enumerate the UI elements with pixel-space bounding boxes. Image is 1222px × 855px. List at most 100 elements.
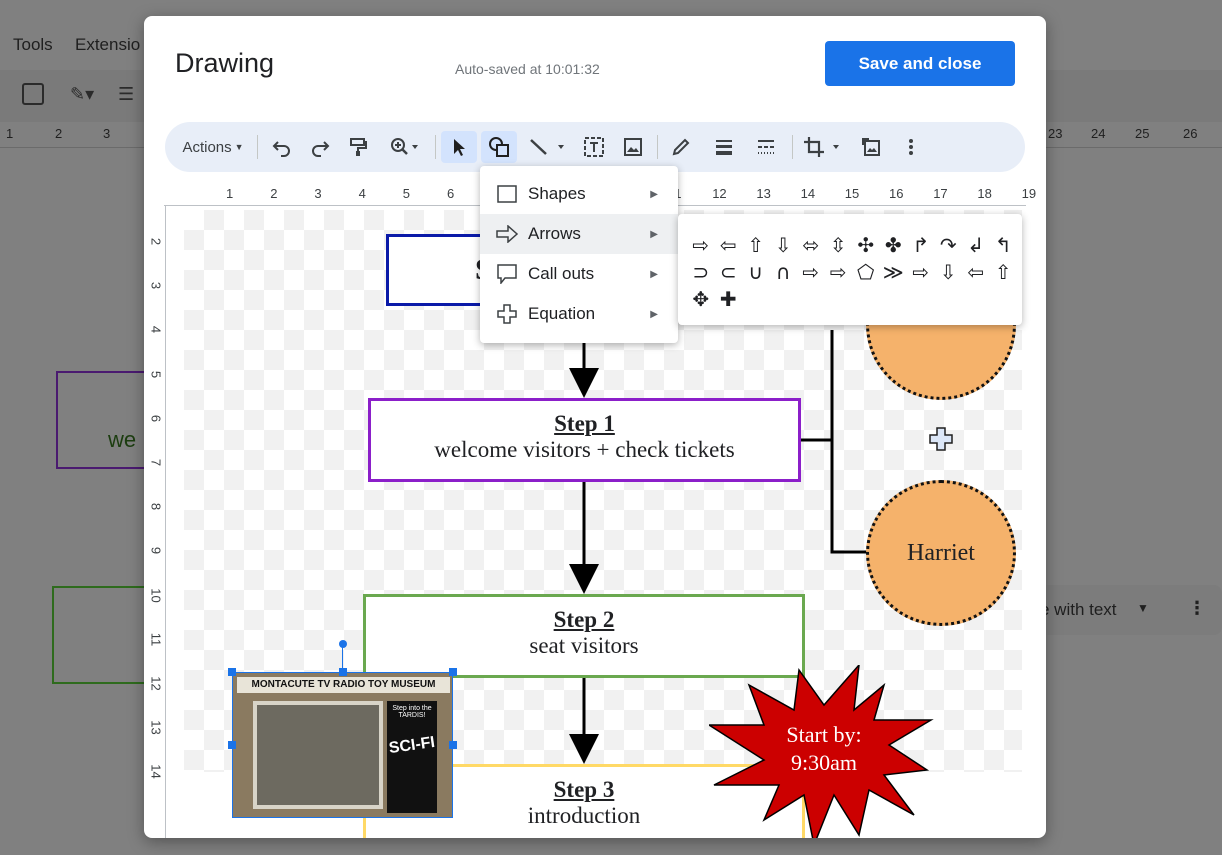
museum-photo[interactable]: MONTACUTE TV RADIO TOY MUSEUM Step into … bbox=[232, 672, 453, 818]
undo-button[interactable] bbox=[266, 131, 298, 163]
ruler-number: 4 bbox=[358, 186, 366, 201]
arrow-shape-option[interactable]: ∩ bbox=[775, 259, 791, 284]
toolbar-divider bbox=[657, 135, 658, 159]
bracket-connector[interactable] bbox=[800, 330, 872, 554]
more-options-button[interactable] bbox=[895, 131, 927, 163]
menu-item-equation[interactable]: Equation ▶ bbox=[480, 294, 678, 334]
ruler-number: 3 bbox=[314, 186, 322, 201]
plus-cursor-icon bbox=[929, 427, 953, 451]
step-2-box[interactable]: Step 2 seat visitors bbox=[363, 594, 805, 678]
line-weight-icon bbox=[716, 140, 732, 155]
arrow-shape-option[interactable]: ⊃ bbox=[692, 259, 710, 284]
arrow-shape-option[interactable]: ⬄ bbox=[802, 232, 820, 257]
arrow-shape-option[interactable]: ⇨ bbox=[829, 259, 847, 284]
arrows-submenu: ⇨ ⇦ ⇧ ⇩ ⬄ ⇳ ✣ ✤ ↱ ↷ ↲ ↰ ⊃ ⊂ ∪ ∩ ⇨ ⇨ ⬠ ≫ ⇨ ⇩ ⇦ ⇧ ✥ ✚ bbox=[678, 214, 1022, 325]
paint-format-button[interactable] bbox=[342, 131, 374, 163]
arrow-shape-option[interactable]: ⇨ bbox=[692, 232, 710, 257]
ruler-number: 5 bbox=[402, 186, 411, 201]
ruler-number: 13 bbox=[756, 186, 771, 201]
resize-handle[interactable] bbox=[228, 741, 236, 749]
person-circle-harriet[interactable]: Harriet bbox=[866, 480, 1016, 626]
line-button[interactable] bbox=[523, 131, 573, 163]
dialog-title: Drawing bbox=[175, 48, 275, 78]
photo-poster: Step into the TARDIS! SCI-FI bbox=[387, 701, 437, 813]
image-button[interactable] bbox=[617, 131, 649, 163]
drawing-dialog: Drawing Auto-saved at 10:01:32 Save and … bbox=[144, 16, 1046, 838]
border-dash-button[interactable] bbox=[750, 131, 782, 163]
bg-style-pill bbox=[1030, 585, 1222, 635]
step-1-box[interactable]: Step 1 welcome visitors + check tickets bbox=[368, 398, 801, 482]
text-box-button[interactable] bbox=[577, 131, 611, 163]
menu-item-arrows[interactable]: Arrows ▶ bbox=[480, 214, 678, 254]
arrow-shape-option[interactable]: ⇨ bbox=[912, 259, 930, 284]
zoom-button[interactable] bbox=[381, 131, 429, 163]
arrow-shape-option[interactable]: ✥ bbox=[692, 286, 710, 311]
arrow-shape-option[interactable]: ↰ bbox=[994, 232, 1012, 257]
arrow-shape-option[interactable]: ⇦ bbox=[719, 232, 737, 257]
actions-menu-button[interactable]: Actions ▼ bbox=[175, 131, 251, 163]
arrow-shape-option[interactable]: ⇧ bbox=[994, 259, 1012, 284]
resize-handle[interactable] bbox=[228, 668, 236, 676]
arrow-shape-option[interactable]: ≫ bbox=[882, 259, 904, 284]
rectangle-icon bbox=[496, 183, 518, 205]
select-button[interactable] bbox=[441, 131, 477, 163]
more-vert-icon bbox=[909, 139, 913, 155]
chevron-down-icon: ▼ bbox=[1137, 601, 1149, 615]
ruler-number: 1 bbox=[226, 186, 234, 201]
menu-item-callouts[interactable]: Call outs ▶ bbox=[480, 254, 678, 294]
save-and-close-button[interactable]: Save and close bbox=[825, 41, 1015, 86]
toolbar-divider bbox=[792, 135, 793, 159]
ruler-number: 12 bbox=[712, 186, 727, 201]
arrow-shape-option[interactable]: ⇩ bbox=[774, 232, 792, 257]
image-icon bbox=[624, 138, 642, 156]
redo-icon bbox=[312, 141, 330, 157]
rotate-handle-line bbox=[342, 647, 343, 672]
ruler-number: 11 bbox=[148, 632, 164, 647]
arrow-shape-option[interactable]: ✤ bbox=[884, 232, 902, 257]
arrow-shape-option[interactable]: ↲ bbox=[967, 232, 985, 257]
border-color-button[interactable] bbox=[665, 131, 697, 163]
harriet-label: Harriet bbox=[907, 539, 975, 566]
bg-purple-box: we bbox=[56, 371, 148, 469]
arrow-shape-option[interactable]: ∪ bbox=[748, 259, 764, 284]
ruler-number: 6 bbox=[447, 186, 455, 201]
bg-box-text: we bbox=[108, 427, 137, 452]
arrow-shape-option[interactable]: ⇳ bbox=[829, 232, 847, 257]
ruler-number: 13 bbox=[148, 720, 164, 735]
crop-button[interactable] bbox=[798, 131, 848, 163]
arrow-shape-option[interactable]: ⊂ bbox=[719, 259, 737, 284]
menu-item-shapes[interactable]: Shapes ▶ bbox=[480, 174, 678, 214]
arrow-shape-option[interactable]: ↱ bbox=[912, 232, 930, 257]
autosave-status: Auto-saved at 10:01:32 bbox=[455, 61, 600, 77]
arrow-shape-option[interactable]: ⇨ bbox=[802, 259, 820, 284]
border-weight-button[interactable] bbox=[708, 131, 740, 163]
arrow-shape-option[interactable]: ✚ bbox=[719, 286, 737, 311]
step-2-text: seat visitors bbox=[529, 633, 639, 658]
step-3-title: Step 3 bbox=[553, 777, 615, 802]
pen-icon: ✎▾ bbox=[70, 84, 95, 104]
shape-dropdown-menu: Shapes ▶ Arrows ▶ Call outs ▶ Equation ▶ bbox=[480, 166, 678, 343]
arrow-shape-option[interactable]: ⇩ bbox=[939, 259, 957, 284]
resize-handle[interactable] bbox=[449, 668, 457, 676]
redo-button[interactable] bbox=[304, 131, 336, 163]
bg-green-box bbox=[52, 586, 148, 684]
resize-handle[interactable] bbox=[339, 668, 347, 676]
arrow-shape-option[interactable]: ✣ bbox=[857, 232, 875, 257]
shape-button[interactable] bbox=[481, 131, 517, 163]
replace-image-icon bbox=[862, 138, 880, 156]
arrow-shape-option[interactable]: ↷ bbox=[939, 232, 957, 257]
ruler-number: 6 bbox=[148, 414, 164, 422]
rotate-handle[interactable] bbox=[339, 640, 347, 648]
starburst-line-2: 9:30am bbox=[791, 750, 857, 775]
arrow-shape-option[interactable]: ⬠ bbox=[857, 259, 875, 284]
step-1-text: welcome visitors + check tickets bbox=[434, 437, 735, 462]
arrow-shape-option[interactable]: ⇧ bbox=[747, 232, 765, 257]
arrow-shape-option[interactable]: ⇦ bbox=[967, 259, 985, 284]
replace-image-button[interactable] bbox=[855, 131, 887, 163]
ruler-number: 3 bbox=[148, 282, 164, 290]
arrow-shape-grid: ⇨ ⇦ ⇧ ⇩ ⬄ ⇳ ✣ ✤ ↱ ↷ ↲ ↰ ⊃ ⊂ ∪ ∩ ⇨ ⇨ ⬠ ≫ ⇨ ⇩ ⇦ ⇧ ✥ ✚ bbox=[687, 231, 1017, 312]
line-icon bbox=[530, 139, 564, 155]
starburst-shape[interactable]: Start by: 9:30am bbox=[709, 665, 939, 838]
resize-handle[interactable] bbox=[449, 741, 457, 749]
